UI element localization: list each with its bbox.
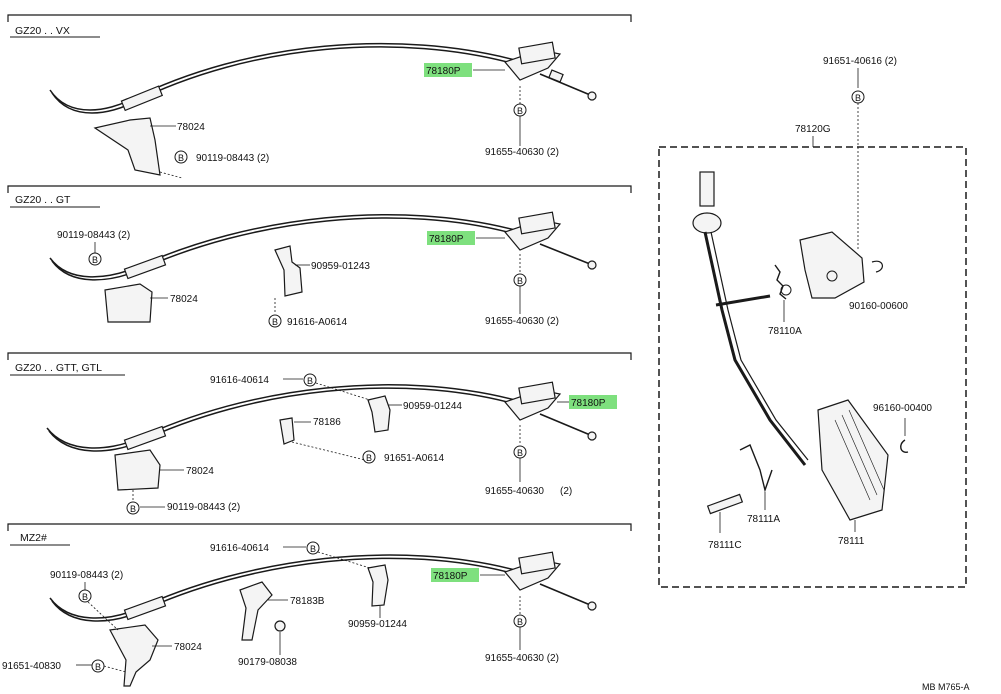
section-gz20-vx: GZ20 . . VX 78180P 78024 B 90119-08443 (… — [7, 14, 632, 179]
section-title: GZ20 . . VX — [15, 25, 70, 37]
callout-cable: 78180P — [426, 66, 461, 77]
callout-bolt-top: 91651-40616 (2) — [823, 56, 897, 67]
callout-bracket: 78024 — [174, 642, 202, 653]
svg-text:B: B — [272, 317, 278, 327]
bolt-marker-icon: B — [91, 659, 105, 673]
callout-nut2: 91651-A0614 — [384, 453, 444, 464]
bolt-marker-icon: B — [126, 501, 140, 515]
svg-text:B: B — [310, 544, 316, 554]
bolt-marker-icon: B — [306, 541, 320, 555]
bolt-marker-icon: B — [851, 90, 865, 104]
callout-nut2: 91651-40830 — [2, 661, 61, 672]
svg-text:B: B — [517, 276, 523, 286]
callout-clamp: 78186 — [313, 417, 341, 428]
callout-clip: 90959-01244 — [348, 619, 407, 630]
callout-bolt: 90119-08443 (2) — [57, 230, 130, 241]
section-gz20-gtt-gtl: GZ20 . . GTT, GTL 91616-40614 B 90959-01… — [7, 352, 632, 515]
callout-assembly: 78120G — [795, 124, 831, 135]
callout-bolt: 90119-08443 (2) — [167, 502, 240, 513]
callout-cable: 78180P — [571, 398, 606, 409]
bolt-marker-icon: B — [303, 373, 317, 387]
cable-highlight — [427, 231, 475, 245]
bolt-marker-icon: B — [513, 273, 527, 287]
bolt-marker-icon: B — [174, 150, 188, 164]
callout-screw: 91616-A0614 — [287, 317, 347, 328]
pedal-group: 91651-40616 (2) B 78120G 90160-00600 781… — [658, 56, 967, 588]
callout-cable: 78180P — [429, 234, 464, 245]
cable-highlight — [569, 395, 617, 409]
callout-pad: 78111 — [838, 536, 865, 547]
svg-text:B: B — [130, 504, 136, 514]
callout-bolt: 90119-08443 (2) — [50, 570, 123, 581]
bolt-marker-icon: B — [78, 589, 92, 603]
callout-pin: 78111C — [708, 540, 742, 551]
callout-cable: 78180P — [433, 571, 468, 582]
section-title: MZ2# — [20, 532, 47, 544]
callout-nut: 91655-40630 (2) — [485, 147, 559, 158]
svg-text:B: B — [307, 376, 313, 386]
svg-text:B: B — [855, 93, 861, 103]
cable-highlight — [424, 63, 472, 77]
callout-clip: 90959-01244 — [403, 401, 462, 412]
bolt-marker-icon: B — [268, 314, 282, 328]
callout-spring: 78110A — [768, 326, 802, 337]
svg-text:B: B — [82, 592, 88, 602]
section-gz20-gt: GZ20 . . GT 90119-08443 (2) B 78180P 909… — [7, 185, 632, 328]
callout-lever: 78183B — [290, 596, 325, 607]
svg-text:B: B — [517, 106, 523, 116]
svg-text:B: B — [178, 153, 184, 163]
section-title: GZ20 . . GTT, GTL — [15, 362, 102, 374]
bolt-marker-icon: B — [362, 450, 376, 464]
cable-highlight — [431, 568, 479, 582]
callout-nut: 91655-40630 (2) — [485, 316, 559, 327]
callout-clip: 90959-01243 — [311, 261, 370, 272]
svg-text:B: B — [517, 448, 523, 458]
callout-ring: 90160-00600 — [849, 301, 908, 312]
callout-spring2: 78111A — [747, 514, 780, 525]
callout-screw: 91616-40614 — [210, 543, 269, 554]
callout-bolt: 90119-08443 (2) — [196, 153, 269, 164]
bolt-marker-icon: B — [88, 252, 102, 266]
svg-text:(2): (2) — [560, 486, 572, 497]
svg-text:B: B — [517, 617, 523, 627]
bolt-marker-icon: B — [513, 614, 527, 628]
section-title: GZ20 . . GT — [15, 194, 71, 206]
callout-clip: 96160-00400 — [873, 403, 932, 414]
callout-bracket: 78024 — [170, 294, 198, 305]
bolt-marker-icon: B — [513, 103, 527, 117]
svg-text:B: B — [92, 255, 98, 265]
bolt-marker-icon: B — [513, 445, 527, 459]
callout-bolt2: 90179-08038 — [238, 657, 297, 668]
callout-nut: 91655-40630 (2) — [485, 653, 559, 664]
svg-text:B: B — [366, 453, 372, 463]
callout-nut: 91655-40630 — [485, 486, 544, 497]
section-mz2: MZ2# 91616-40614 B 90119-08443 (2) B 781… — [2, 523, 632, 687]
callout-bracket: 78024 — [186, 466, 214, 477]
footer-code: MB M765-A — [922, 682, 970, 692]
callout-bracket: 78024 — [177, 122, 205, 133]
svg-text:B: B — [95, 662, 101, 672]
callout-screw: 91616-40614 — [210, 375, 269, 386]
